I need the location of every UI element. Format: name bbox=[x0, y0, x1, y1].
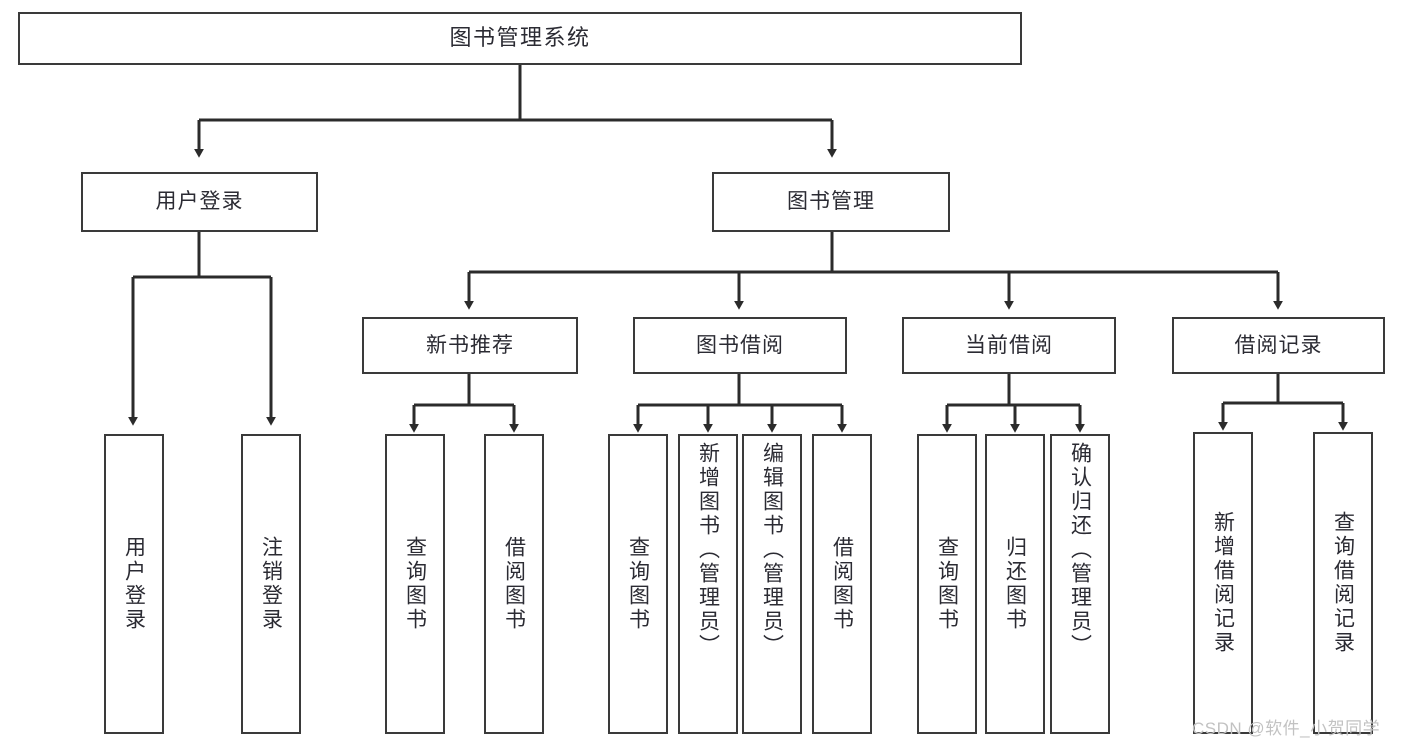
leaf-current-confirm-return[interactable]: 确认归还（管理员） bbox=[1050, 434, 1110, 734]
leaf-user-login-signin-label: 用户登录 bbox=[122, 536, 146, 632]
leaf-user-login-signout[interactable]: 注销登录 bbox=[241, 434, 301, 734]
leaf-new-book-borrow[interactable]: 借阅图书 bbox=[484, 434, 544, 734]
leaf-user-login-signout-label: 注销登录 bbox=[259, 536, 283, 632]
leaf-borrow-add-book-label: 新增图书（管理员） bbox=[696, 442, 720, 658]
leaf-record-add-label: 新增借阅记录 bbox=[1211, 511, 1235, 655]
leaf-borrow-add-book[interactable]: 新增图书（管理员） bbox=[678, 434, 738, 734]
leaf-record-query[interactable]: 查询借阅记录 bbox=[1313, 432, 1373, 734]
node-user-login[interactable]: 用户登录 bbox=[81, 172, 318, 232]
leaf-new-book-query-label: 查询图书 bbox=[403, 536, 427, 632]
node-new-book-recommend[interactable]: 新书推荐 bbox=[362, 317, 578, 374]
leaf-new-book-borrow-label: 借阅图书 bbox=[502, 536, 526, 632]
node-borrow-record-label: 借阅记录 bbox=[1234, 333, 1323, 357]
leaf-borrow-edit-book-label: 编辑图书（管理员） bbox=[760, 442, 784, 658]
leaf-borrow-edit-book[interactable]: 编辑图书（管理员） bbox=[742, 434, 802, 734]
node-book-management[interactable]: 图书管理 bbox=[712, 172, 950, 232]
leaf-borrow-borrow-book[interactable]: 借阅图书 bbox=[812, 434, 872, 734]
node-current-borrow[interactable]: 当前借阅 bbox=[902, 317, 1116, 374]
leaf-current-query-book-label: 查询图书 bbox=[935, 536, 959, 632]
leaf-borrow-query-book-label: 查询图书 bbox=[626, 536, 650, 632]
node-root-label: 图书管理系统 bbox=[449, 25, 591, 51]
leaf-current-return-book-label: 归还图书 bbox=[1003, 536, 1027, 632]
node-book-borrow-label: 图书借阅 bbox=[696, 333, 784, 357]
leaf-current-return-book[interactable]: 归还图书 bbox=[985, 434, 1045, 734]
node-book-borrow[interactable]: 图书借阅 bbox=[633, 317, 847, 374]
leaf-record-add[interactable]: 新增借阅记录 bbox=[1193, 432, 1253, 734]
node-current-borrow-label: 当前借阅 bbox=[965, 333, 1053, 357]
leaf-current-query-book[interactable]: 查询图书 bbox=[917, 434, 977, 734]
node-root[interactable]: 图书管理系统 bbox=[18, 12, 1022, 65]
leaf-borrow-borrow-book-label: 借阅图书 bbox=[830, 536, 854, 632]
leaf-user-login-signin[interactable]: 用户登录 bbox=[104, 434, 164, 734]
node-user-login-label: 用户登录 bbox=[155, 190, 244, 214]
node-book-management-label: 图书管理 bbox=[787, 190, 875, 214]
leaf-borrow-query-book[interactable]: 查询图书 bbox=[608, 434, 668, 734]
node-borrow-record[interactable]: 借阅记录 bbox=[1172, 317, 1385, 374]
leaf-record-query-label: 查询借阅记录 bbox=[1331, 511, 1355, 655]
leaf-new-book-query[interactable]: 查询图书 bbox=[385, 434, 445, 734]
leaf-current-confirm-return-label: 确认归还（管理员） bbox=[1068, 442, 1092, 658]
node-new-book-recommend-label: 新书推荐 bbox=[426, 333, 514, 357]
